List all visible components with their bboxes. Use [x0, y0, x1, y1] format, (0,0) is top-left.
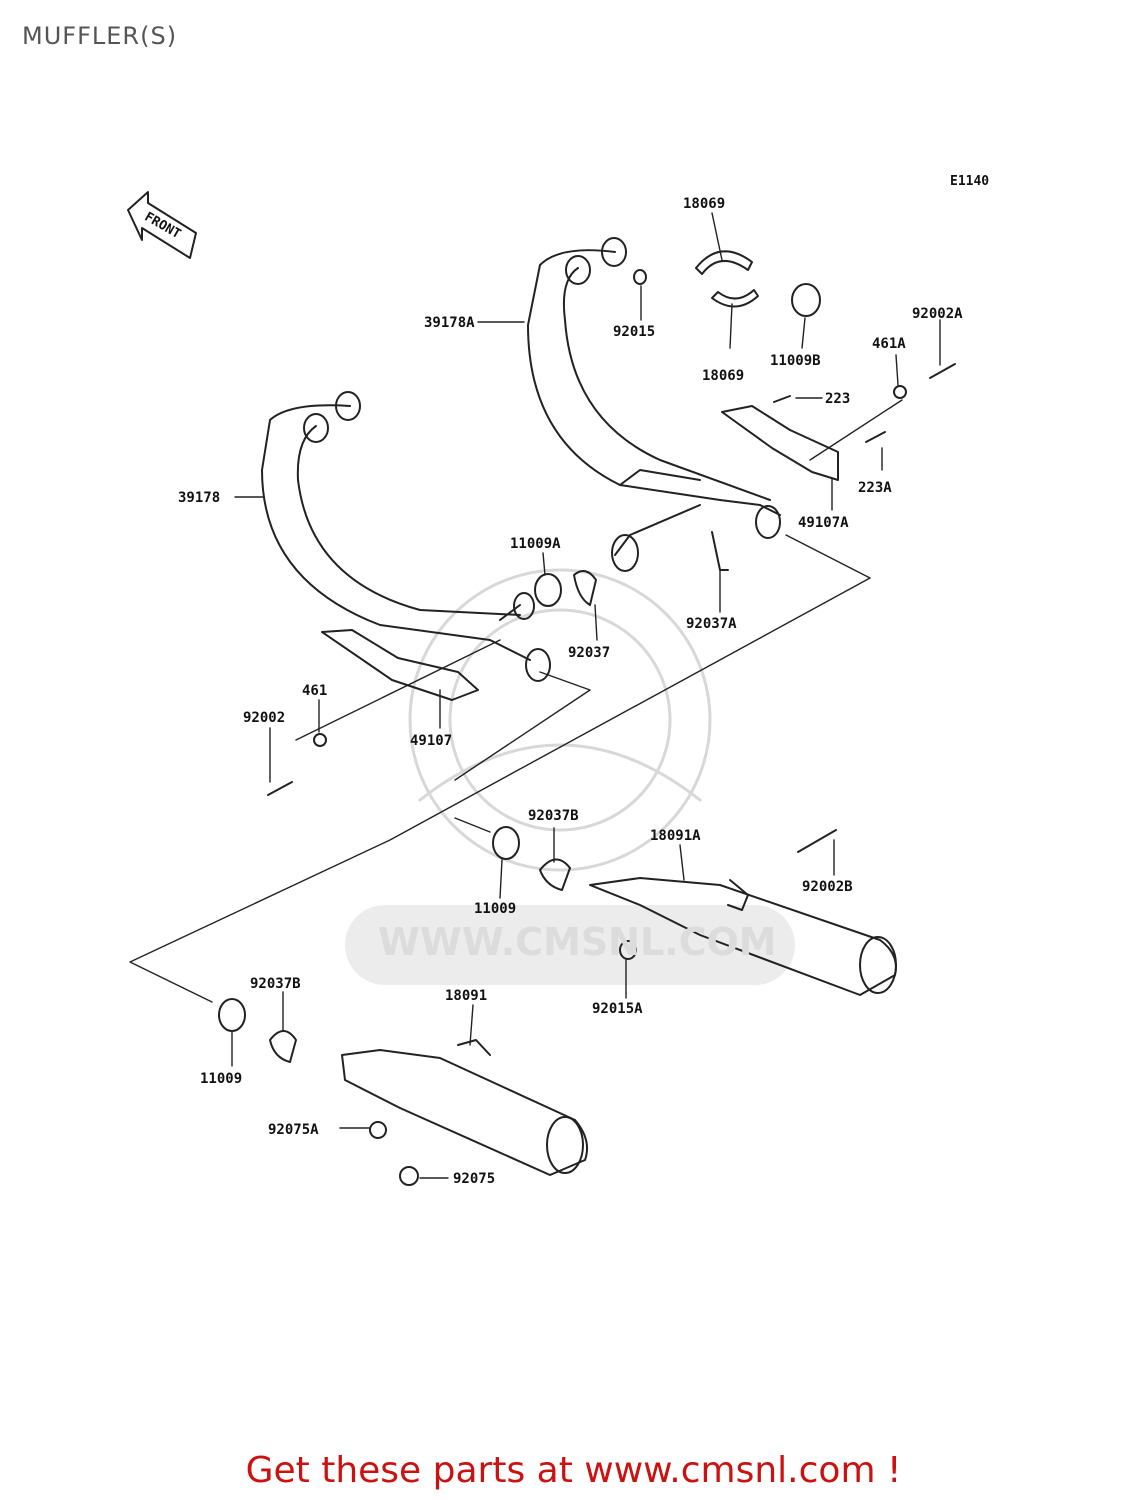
label-39178: 39178: [178, 490, 220, 506]
label-92015A: 92015A: [592, 1001, 643, 1017]
clamp-92037: [573, 570, 597, 606]
exhaust-pipe-39178A: [527, 237, 781, 572]
label-92002: 92002: [243, 710, 285, 726]
grommet-92075A: [369, 1121, 387, 1139]
leader-lines: [231, 212, 941, 1179]
diagram-code: E1140: [950, 174, 989, 189]
clamp-92037B-top: [539, 858, 571, 891]
label-11009-top: 11009: [474, 901, 516, 917]
label-11009-bottom: 11009: [200, 1071, 242, 1087]
label-461A: 461A: [872, 336, 906, 352]
label-92037B-bottom: 92037B: [250, 976, 301, 992]
footer-banner: Get these parts at www.cmsnl.com !: [0, 1450, 1147, 1491]
nut-461A: [893, 385, 907, 399]
bolt-92002B: [797, 829, 837, 853]
gasket-11009-top: [492, 826, 520, 860]
label-18069-top: 18069: [683, 196, 725, 212]
label-223A: 223A: [858, 480, 892, 496]
bolt-92002A: [929, 363, 956, 379]
label-92002A: 92002A: [912, 306, 963, 322]
nut-461: [313, 733, 327, 747]
label-18069-bottom: 18069: [702, 368, 744, 384]
bolt-92002: [267, 781, 293, 796]
watermark-logo: [345, 568, 795, 985]
nut-92015A: [619, 940, 637, 960]
muffler-18091: [341, 1039, 588, 1176]
label-92015: 92015: [613, 324, 655, 340]
bolt-223: [773, 395, 791, 403]
label-92037B-top: 92037B: [528, 808, 579, 824]
label-49107A: 49107A: [798, 515, 849, 531]
front-arrow-icon: [127, 191, 197, 259]
label-11009A: 11009A: [510, 536, 561, 552]
clamp-18069-bottom: [711, 289, 759, 308]
label-92075A: 92075A: [268, 1122, 319, 1138]
page-title: MUFFLER(S): [22, 22, 178, 50]
bracket-49107A: [721, 405, 839, 481]
clamp-18069-top: [695, 250, 753, 275]
label-223: 223: [825, 391, 850, 407]
label-92037A: 92037A: [686, 616, 737, 632]
label-49107: 49107: [410, 733, 452, 749]
assembly-lines: [129, 399, 903, 1003]
label-18091: 18091: [445, 988, 487, 1004]
bolt-223A: [865, 431, 886, 443]
label-39178A: 39178A: [424, 315, 475, 331]
label-11009B: 11009B: [770, 353, 821, 369]
gasket-11009B: [791, 283, 821, 317]
footer-link[interactable]: Get these parts at www.cmsnl.com !: [245, 1450, 902, 1491]
watermark-text: WWW.CMSNL.COM: [378, 920, 777, 964]
label-92002B: 92002B: [802, 879, 853, 895]
bracket-49107: [321, 629, 479, 701]
label-18091A: 18091A: [650, 828, 701, 844]
grommet-92075: [399, 1166, 419, 1186]
clamp-92037B-bottom: [269, 1030, 297, 1063]
muffler-18091A: [589, 877, 897, 996]
label-92037: 92037: [568, 645, 610, 661]
gasket-11009-bottom: [218, 998, 246, 1032]
exhaust-pipe-39178: [261, 391, 551, 682]
gasket-11009A: [534, 573, 562, 607]
label-461: 461: [302, 683, 327, 699]
label-92075: 92075: [453, 1171, 495, 1187]
nut-92015: [633, 269, 647, 285]
clip-92037A: [711, 531, 729, 571]
